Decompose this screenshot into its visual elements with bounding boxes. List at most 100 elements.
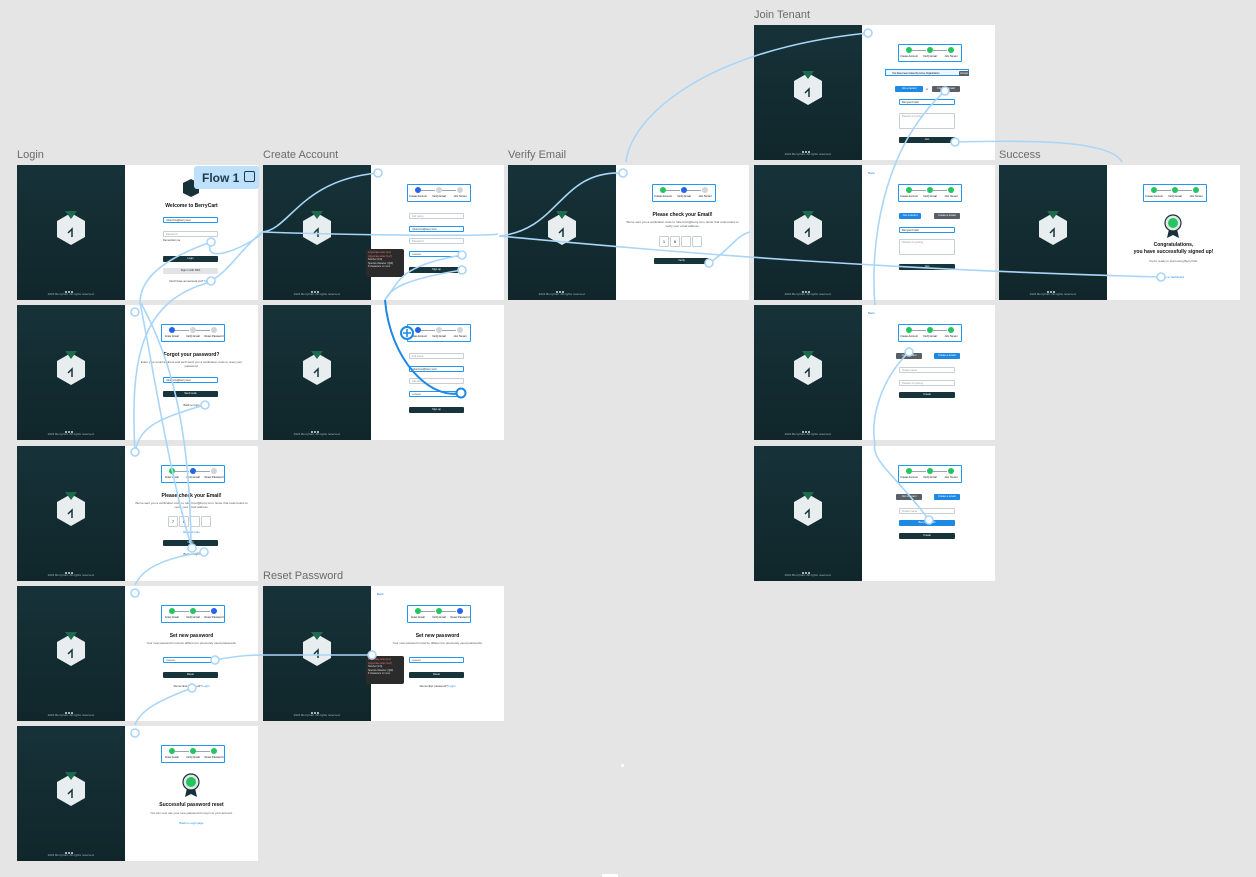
tenant-name-input[interactable]: Tenant name xyxy=(899,508,955,514)
verify-subtitle: We've sent you a verification code to ro… xyxy=(135,501,248,509)
frame-reset-success[interactable]: 2024 BerryCart. All rights reserved. Bac… xyxy=(17,726,258,861)
selected-option[interactable]: Berryset Fresh xyxy=(899,520,955,526)
berrycart-logo-icon xyxy=(303,632,331,666)
frame-create-tenant-alt[interactable]: 2024 BerryCart. All rights reserved. Cre… xyxy=(754,446,995,581)
reset-success-subtitle: You can now use your new password to log… xyxy=(150,811,233,815)
reset-button[interactable]: Reset xyxy=(409,672,464,678)
frame-create-tenant[interactable]: 2024 BerryCart. All rights reserved. Bac… xyxy=(754,305,995,440)
join-submit-button[interactable]: Join xyxy=(899,137,955,143)
confirm-password-input[interactable]: •••••••••• xyxy=(409,251,464,257)
join-tenant-button[interactable]: Join a tenant xyxy=(899,213,921,219)
copyright: 2024 BerryCart. All rights reserved. xyxy=(47,853,95,857)
code-digit-1[interactable]: 7 xyxy=(168,516,178,527)
back-link[interactable]: Back xyxy=(131,732,138,736)
back-link[interactable]: Back xyxy=(868,311,875,315)
email-input[interactable]: robert.fox@berry.com xyxy=(163,377,218,383)
reason-textarea[interactable]: Reason for joining xyxy=(899,239,955,255)
frame-success[interactable]: 2024 BerryCart. All rights reserved. Cre… xyxy=(999,165,1240,300)
password-input[interactable]: Password xyxy=(163,231,218,237)
create-tenant-button[interactable]: Create a tenant xyxy=(934,494,960,500)
code-digit-4[interactable] xyxy=(201,516,211,527)
frame-create-account-filled[interactable]: 2024 BerryCart. All rights reserved. Cre… xyxy=(263,305,504,440)
frame-join-tenant-form[interactable]: 2024 BerryCart. All rights reserved. Bac… xyxy=(754,165,995,300)
flow-start-tag[interactable]: Flow 1 xyxy=(194,166,259,189)
set-password-subtitle: Your new password must be different to p… xyxy=(392,641,483,645)
back-link[interactable]: Back xyxy=(131,311,138,315)
tenant-name-input[interactable]: Tenant name xyxy=(899,367,955,373)
remember-me-checkbox[interactable]: Remember me xyxy=(163,239,181,242)
stepper: Create Account Verify Email Join Tenant xyxy=(407,324,471,342)
signup-button[interactable]: Sign up xyxy=(409,267,464,273)
create-tenant-button[interactable]: Create a tenant xyxy=(932,86,960,92)
berrycart-logo-icon xyxy=(794,351,822,385)
join-tenant-button[interactable]: Join a tenant xyxy=(896,353,922,359)
code-digit-4[interactable] xyxy=(692,236,702,247)
verify-title: Please check your Email! xyxy=(161,493,222,499)
resend-code-link[interactable]: Resend code xyxy=(183,530,200,534)
new-password-input[interactable]: •••••••••• xyxy=(163,657,218,663)
frame-verify-email[interactable]: 2024 BerryCart. All rights reserved. Cre… xyxy=(508,165,749,300)
login-title: Welcome to BerryCart xyxy=(165,203,218,209)
create-submit-button[interactable]: Create xyxy=(899,392,955,398)
join-tenant-button[interactable]: Join a tenant xyxy=(895,86,923,92)
email-input[interactable]: robert.fox@berry.com xyxy=(409,226,464,232)
reason-input[interactable]: Reason for joining xyxy=(899,380,955,386)
verify-button[interactable]: Verify xyxy=(654,258,709,264)
password-rules-tooltip: Lowercase letter (a-z) Uppercase letter … xyxy=(366,249,404,277)
reset-success-title: Successful password reset xyxy=(159,802,224,808)
signup-button[interactable]: Sign up xyxy=(409,407,464,413)
email-input[interactable]: robert.fox@berry.com xyxy=(163,217,218,223)
verify-button[interactable]: Verify xyxy=(163,540,218,546)
create-submit-button[interactable]: Create xyxy=(899,533,955,539)
code-digit-2[interactable]: 6 xyxy=(179,516,189,527)
send-code-button[interactable]: Send code xyxy=(163,391,218,397)
play-flow-icon[interactable] xyxy=(244,171,255,182)
remember-password-link[interactable]: Remember password? Login xyxy=(173,684,210,688)
new-password-input[interactable]: •••••••••• xyxy=(409,657,464,663)
signup-prompt[interactable]: Don't have an account yet? Sign up xyxy=(169,279,214,283)
login-button[interactable]: Login xyxy=(163,256,218,262)
join-submit-button[interactable]: Join xyxy=(899,264,955,270)
stepper: Create Account Verify Email Join Tenant xyxy=(898,184,962,202)
sso-button[interactable]: Sign in with SSO xyxy=(163,268,218,274)
frame-create-account[interactable]: 2024 BerryCart. All rights reserved. Cre… xyxy=(263,165,504,300)
success-title: Congratulations, xyxy=(1153,242,1194,248)
back-link[interactable]: Back xyxy=(868,171,875,175)
confirm-password-input[interactable]: •••••••••• xyxy=(409,391,464,397)
brand-panel: 2024 BerryCart. All rights reserved. xyxy=(754,25,862,160)
berrycart-logo-icon xyxy=(57,351,85,385)
fullname-input[interactable]: Full name xyxy=(409,213,464,219)
password-input[interactable]: Password xyxy=(409,238,464,244)
section-label-verify-email: Verify Email xyxy=(508,149,567,161)
back-to-login-page-link[interactable]: Back to Login page xyxy=(179,821,204,825)
frame-verify-reset-code[interactable]: 2024 BerryCart. All rights reserved. Ent… xyxy=(17,446,258,581)
accept-invite-button[interactable]: Accept xyxy=(959,70,969,76)
tenant-name-input[interactable]: Berryset Fresh xyxy=(899,99,955,105)
create-tenant-button[interactable]: Create a tenant xyxy=(934,353,960,359)
code-digit-3[interactable] xyxy=(681,236,691,247)
reason-textarea[interactable]: Reason for joining xyxy=(899,113,955,129)
code-digit-3[interactable] xyxy=(190,516,200,527)
berrycart-logo-icon xyxy=(57,632,85,666)
back-link[interactable]: Back xyxy=(377,592,384,596)
verify-subtitle: We've sent you a verification code to ro… xyxy=(626,220,739,228)
frame-reset-password[interactable]: 2024 BerryCart. All rights reserved. Bac… xyxy=(263,586,504,721)
create-tenant-button[interactable]: Create a tenant xyxy=(934,213,960,219)
reset-button[interactable]: Reset xyxy=(163,672,218,678)
stepper: Enter Email Verify Email Reset Password xyxy=(161,324,225,342)
join-tenant-button[interactable]: Join a tenant xyxy=(896,494,922,500)
code-digit-2[interactable]: 6 xyxy=(670,236,680,247)
code-digit-1[interactable]: 1 xyxy=(659,236,669,247)
frame-forgot-password[interactable]: 2024 BerryCart. All rights reserved. Bac… xyxy=(17,305,258,440)
email-input[interactable]: robert.fox@berry.com xyxy=(409,366,464,372)
tenant-name-input[interactable]: Berryset Fresh xyxy=(899,227,955,233)
frame-join-tenant-invite[interactable]: 2024 BerryCart. All rights reserved. Cre… xyxy=(754,25,995,160)
back-to-login-link[interactable]: Back to login xyxy=(183,552,200,556)
password-input[interactable]: Password xyxy=(409,378,464,384)
dashboard-link[interactable]: Go to dashboard xyxy=(1163,275,1184,279)
remember-password-link[interactable]: Remember password? Login xyxy=(419,684,456,688)
frame-set-new-password[interactable]: 2024 BerryCart. All rights reserved. Ent… xyxy=(17,586,258,721)
back-to-login-link[interactable]: Back to login xyxy=(183,403,200,407)
copyright: 2024 BerryCart. All rights reserved. xyxy=(293,432,341,436)
fullname-input[interactable]: Full name xyxy=(409,353,464,359)
